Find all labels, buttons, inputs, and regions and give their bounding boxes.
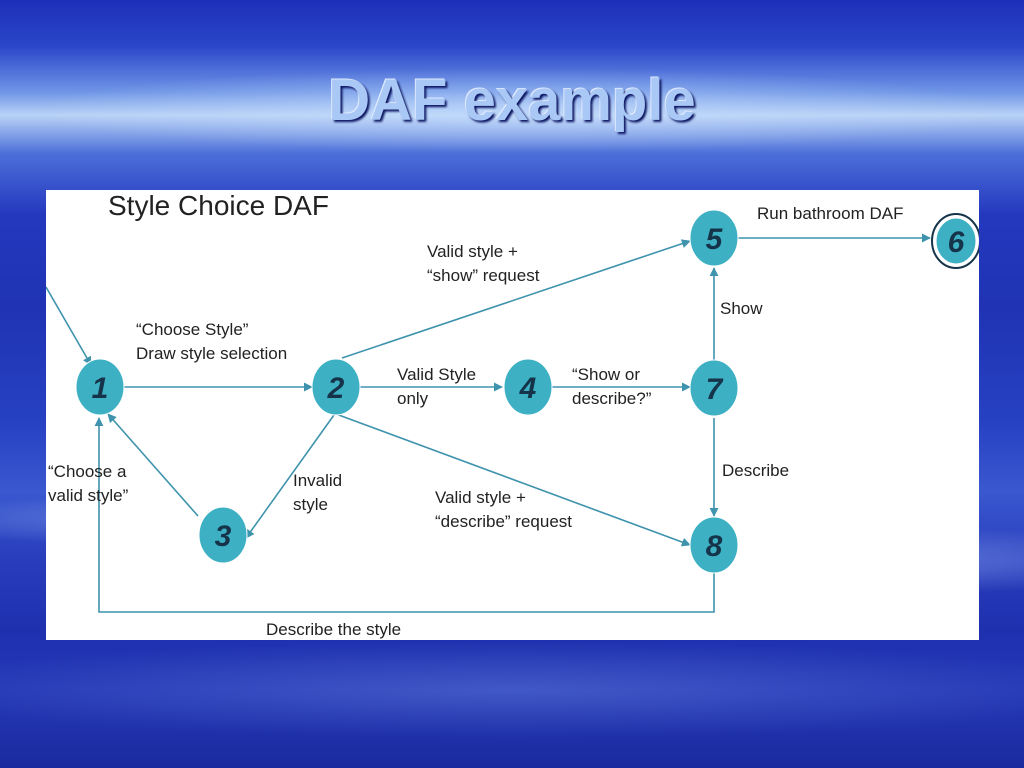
edge-3-to-1	[107, 413, 199, 517]
edge-label-valid-describe-2: “describe” request	[435, 512, 572, 531]
edge-label-valid-show-1: Valid style +	[427, 242, 518, 261]
edge-label-choose-style-2: Draw style selection	[136, 344, 287, 363]
state-node-7: 7	[689, 359, 739, 417]
state-node-1-label: 1	[92, 372, 109, 405]
state-node-8-circle	[689, 516, 739, 574]
state-node-4: 4	[503, 358, 553, 416]
edge-2-to-5	[341, 239, 691, 359]
state-node-1-circle	[75, 358, 125, 416]
state-node-7-label: 7	[706, 373, 724, 406]
edge-8-to-1	[94, 417, 715, 613]
state-node-5-label: 5	[706, 223, 724, 256]
edge-label-run-bathroom: Run bathroom DAF	[757, 204, 903, 223]
edge-label-show: Show	[720, 299, 763, 318]
state-node-1: 1	[75, 358, 125, 416]
edge-label-describe-the-style: Describe the style	[266, 620, 401, 639]
state-node-7-circle	[689, 359, 739, 417]
edge-label-valid-style-only-2: only	[397, 389, 429, 408]
state-node-3-circle	[198, 506, 248, 564]
state-node-6-outer-ring	[931, 213, 979, 269]
edge-label-choose-valid-2: valid style”	[48, 486, 129, 505]
edge-entry-to-1	[46, 286, 92, 366]
edge-label-choose-style-1: “Choose Style”	[136, 320, 249, 339]
state-node-4-circle	[503, 358, 553, 416]
edge-label-show-or-describe-1: “Show or	[572, 365, 640, 384]
state-node-6-final: 6	[931, 213, 979, 269]
state-node-3: 3	[198, 506, 248, 564]
edge-label-invalid-1: Invalid	[293, 471, 342, 490]
state-node-3-label: 3	[215, 520, 232, 553]
state-node-6-circle	[935, 217, 977, 265]
diagram-title: Style Choice DAF	[108, 190, 329, 221]
edge-2-to-3	[245, 414, 335, 539]
edge-label-show-or-describe-2: describe?”	[572, 389, 652, 408]
slide-title: DAF example	[328, 68, 696, 133]
edge-2-to-8	[335, 413, 691, 547]
edge-label-choose-valid-1: “Choose a	[48, 462, 127, 481]
state-node-5-circle	[689, 209, 739, 267]
diagram-panel: Style Choice DAF “Choose Style” Draw sty…	[46, 190, 979, 640]
state-node-8: 8	[689, 516, 739, 574]
state-node-2-label: 2	[327, 372, 345, 405]
state-node-2: 2	[311, 358, 361, 416]
state-node-2-circle	[311, 358, 361, 416]
state-node-8-label: 8	[706, 530, 723, 563]
edge-label-invalid-2: style	[293, 495, 328, 514]
edge-label-valid-show-2: “show” request	[427, 266, 540, 285]
edge-label-describe: Describe	[722, 461, 789, 480]
edge-label-valid-describe-1: Valid style +	[435, 488, 526, 507]
state-diagram: Style Choice DAF “Choose Style” Draw sty…	[46, 190, 979, 639]
state-node-4-label: 4	[519, 372, 537, 405]
state-node-6-label: 6	[948, 226, 965, 259]
edge-label-valid-style-only-1: Valid Style	[397, 365, 476, 384]
state-node-5: 5	[689, 209, 739, 267]
